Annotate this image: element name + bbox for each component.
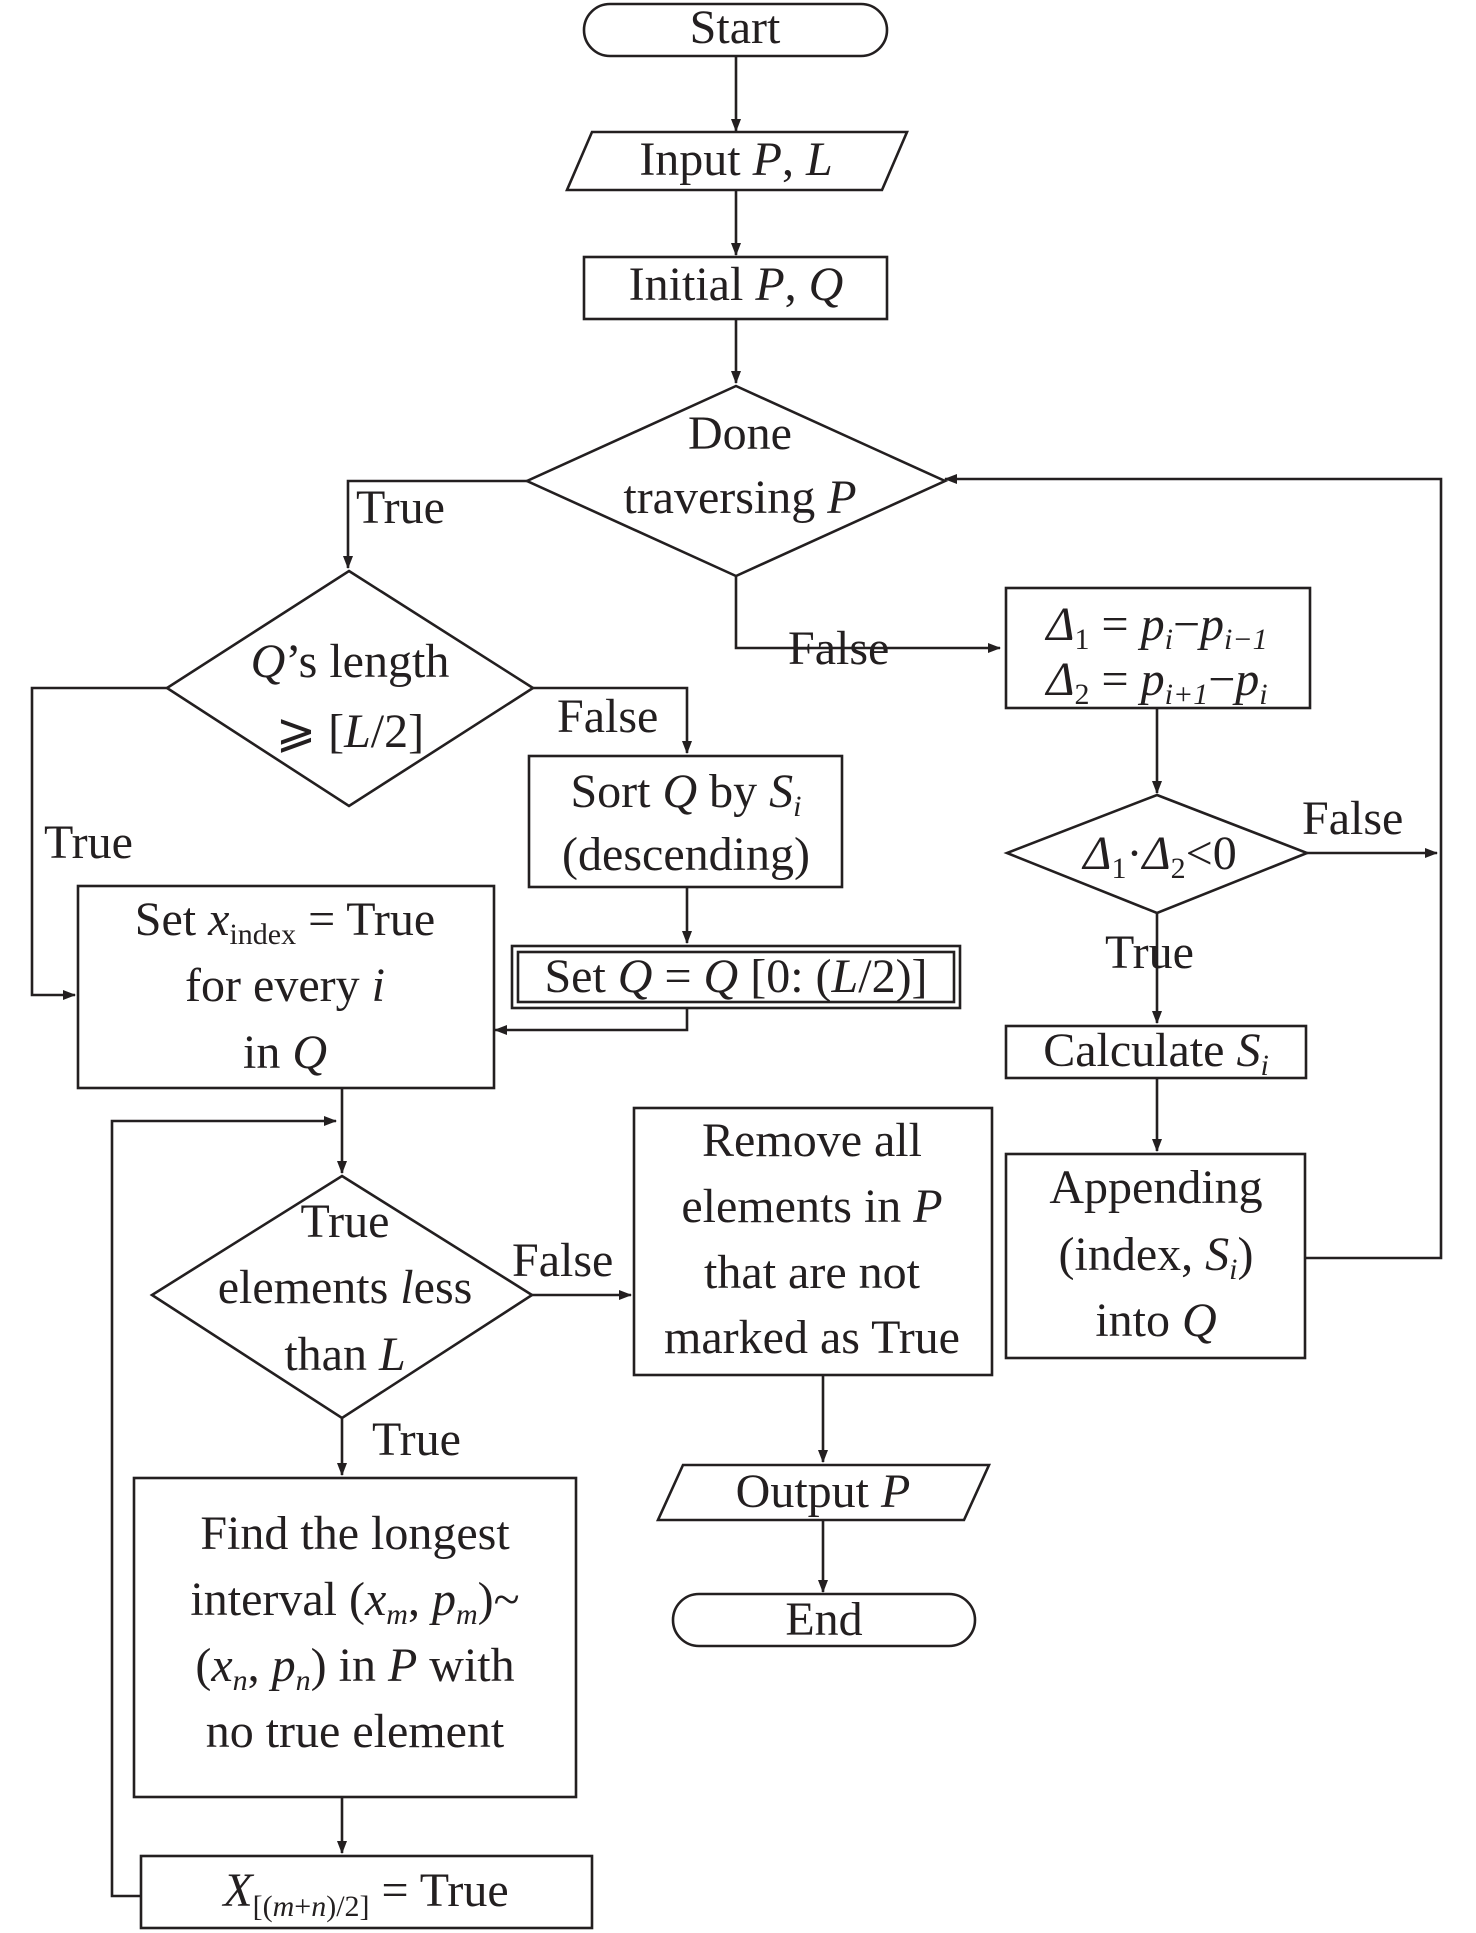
calculate-s-box xyxy=(1004,1024,1308,1080)
delta-check-decision: Δ1·Δ2<0 xyxy=(1003,793,1311,915)
end-terminator xyxy=(671,1592,977,1648)
delta-line1: Δ1 = pi−pi−1 xyxy=(1044,598,1267,656)
set-x-node: Set xindex = True for every i in Q xyxy=(76,884,496,1090)
connectors xyxy=(30,53,1443,1898)
x-mid-node: X[(m+n)/2] = True xyxy=(139,1854,594,1930)
q-length-line1: Q’s length xyxy=(251,635,450,688)
sort-q-box xyxy=(527,754,844,889)
end-label: End xyxy=(785,1593,862,1646)
delta-box xyxy=(1004,586,1312,710)
find-interval-node: Find the longest interval (xm, pm)~ (xn,… xyxy=(132,1476,578,1799)
find-interval-box xyxy=(132,1476,578,1799)
done-traversing-decision: Done traversing P xyxy=(523,384,949,578)
output-parallelogram xyxy=(655,1463,992,1522)
set-x-line3: in Q xyxy=(243,1026,327,1079)
arrow-xmid-loopback xyxy=(110,1116,337,1898)
appending-line3: into Q xyxy=(1095,1294,1216,1347)
edge-labels: True False False True False True False T… xyxy=(44,481,1403,1466)
done-traversing-line1: Done xyxy=(688,407,792,460)
true-elements-line2: elements less xyxy=(218,1261,473,1314)
remove-box xyxy=(632,1106,994,1377)
q-length-decision: Q’s length ⩾ [L/2] xyxy=(164,569,536,808)
x-mid-label: X[(m+n)/2] = True xyxy=(221,1864,508,1923)
arrow-append-loopback xyxy=(944,474,1443,1260)
initial-node: Initial P, Q xyxy=(582,255,889,321)
find-interval-line3: (xn, pn) in P with xyxy=(195,1639,514,1697)
end-node: End xyxy=(671,1592,977,1648)
output-label: Output P xyxy=(736,1465,911,1518)
remove-line1: Remove all xyxy=(702,1114,922,1167)
input-parallelogram xyxy=(565,130,909,192)
output-node: Output P xyxy=(655,1463,992,1522)
arrow-setq-setx xyxy=(494,1008,689,1035)
remove-line4: marked as True xyxy=(664,1311,960,1364)
done-traversing-diamond xyxy=(523,384,949,578)
start-terminator xyxy=(582,2,889,58)
find-interval-line2: interval (xm, pm)~ xyxy=(190,1573,519,1631)
edge-label-loop-true: True xyxy=(372,1413,461,1466)
start-label: Start xyxy=(690,1,781,54)
calculate-s-label: Calculate Si xyxy=(1043,1024,1269,1082)
remove-node: Remove all elements in P that are not ma… xyxy=(632,1106,994,1377)
calculate-s-node: Calculate Si xyxy=(1004,1024,1308,1082)
edge-label-qlen-false: False xyxy=(557,690,658,743)
edge-label-qlen-true: True xyxy=(44,816,133,869)
find-interval-line4: no true element xyxy=(206,1705,505,1758)
true-elements-line1: True xyxy=(301,1195,390,1248)
appending-line2: (index, Si) xyxy=(1059,1228,1254,1286)
set-q-node: Set Q = Q [0: (L/2)] xyxy=(510,944,962,1010)
set-x-box xyxy=(76,884,496,1090)
true-elements-diamond xyxy=(149,1174,535,1420)
sort-q-line1: Sort Q by Si xyxy=(570,765,801,823)
q-length-line2: ⩾ [L/2] xyxy=(276,705,424,758)
find-interval-line1: Find the longest xyxy=(200,1507,510,1560)
input-label: Input P, L xyxy=(639,133,832,186)
set-q-box xyxy=(510,944,962,1010)
arrow-done-true xyxy=(343,479,527,569)
true-elements-decision: True elements less than L xyxy=(149,1174,535,1420)
edge-label-loop-false: False xyxy=(512,1234,613,1287)
sort-q-line2: (descending) xyxy=(562,828,810,881)
appending-box xyxy=(1004,1152,1307,1360)
set-x-line1: Set xindex = True xyxy=(135,893,435,951)
q-length-diamond xyxy=(164,569,536,808)
edge-label-done-true: True xyxy=(356,481,445,534)
true-elements-line3: than L xyxy=(284,1328,405,1381)
set-q-box-inner xyxy=(516,950,956,1004)
arrow-done-false xyxy=(734,576,1001,653)
appending-line1: Appending xyxy=(1049,1161,1262,1214)
edge-label-delta-false: False xyxy=(1302,792,1403,845)
delta-node: Δ1 = pi−pi−1 Δ2 = pi+1−pi xyxy=(1004,586,1312,711)
delta-line2: Δ2 = pi+1−pi xyxy=(1044,653,1267,711)
initial-label: Initial P, Q xyxy=(629,258,844,311)
remove-line2: elements in P xyxy=(681,1180,942,1233)
delta-check-label: Δ1·Δ2<0 xyxy=(1081,827,1236,885)
arrow-qlen-false xyxy=(533,686,692,754)
start-node: Start xyxy=(582,1,889,58)
x-mid-box xyxy=(139,1854,594,1930)
set-x-line2: for every i xyxy=(185,959,385,1012)
done-traversing-line2: traversing P xyxy=(623,471,856,524)
arrow-qlen-true xyxy=(30,686,167,1000)
edge-label-delta-true: True xyxy=(1105,926,1194,979)
delta-check-diamond xyxy=(1003,793,1311,915)
edge-label-done-false: False xyxy=(788,622,889,675)
appending-node: Appending (index, Si) into Q xyxy=(1004,1152,1307,1360)
remove-line3: that are not xyxy=(704,1246,921,1299)
set-q-label: Set Q = Q [0: (L/2)] xyxy=(544,950,927,1003)
input-node: Input P, L xyxy=(565,130,909,192)
sort-q-node: Sort Q by Si (descending) xyxy=(527,754,844,889)
initial-box xyxy=(582,255,889,321)
